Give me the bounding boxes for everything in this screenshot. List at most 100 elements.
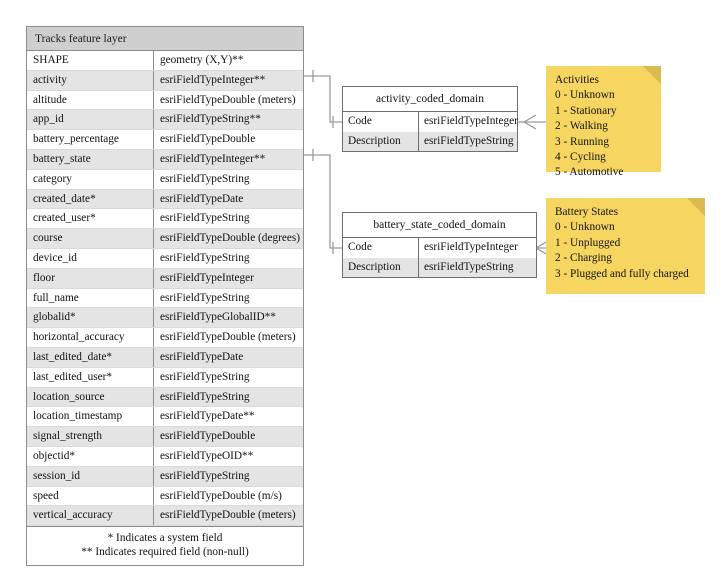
- domain-row: Code esriFieldTypeInteger: [343, 238, 536, 258]
- field-name-cell: activity: [27, 70, 154, 90]
- domain-row: Code esriFieldTypeInteger: [343, 112, 518, 132]
- field-name-cell: course: [27, 229, 154, 248]
- field-type-cell: esriFieldTypeDouble: [160, 430, 256, 443]
- field-type-cell: esriFieldTypeDate**: [160, 410, 255, 423]
- field-name-cell: location_source: [27, 387, 154, 407]
- note-line: 0 - Unknown: [555, 89, 615, 102]
- domain-field-name: Description: [343, 257, 419, 277]
- domain-field-name: Code: [343, 112, 419, 132]
- note-line: 2 - Walking: [555, 120, 608, 133]
- table-row: course esriFieldTypeDouble (degrees): [27, 229, 303, 249]
- table-legend: * Indicates a system field** Indicates r…: [27, 526, 303, 566]
- table-row: globalid* esriFieldTypeGlobalID**: [27, 308, 303, 329]
- wire-battery: [304, 149, 342, 254]
- legend-line: ** Indicates required field (non-null): [81, 546, 249, 559]
- domain-field-name: Description: [343, 131, 419, 151]
- note-line: 2 - Charging: [555, 252, 612, 265]
- field-type-cell: geometry (X,Y)**: [160, 54, 244, 66]
- field-type-cell: esriFieldTypeString: [160, 172, 250, 185]
- field-type-cell: esriFieldTypeDouble (meters): [160, 331, 296, 344]
- field-type-cell: esriFieldTypeInteger**: [160, 73, 266, 86]
- domain-row: Description esriFieldTypeString: [343, 131, 517, 151]
- note-line-list: 0 - Unknown 1 - Stationary 2 - Walking 3 - …: [555, 88, 653, 180]
- table-row: last_edited_date* esriFieldTypeDate: [27, 347, 303, 368]
- field-type-cell: esriFieldTypeString: [160, 469, 250, 482]
- field-name-cell: floor: [27, 268, 154, 288]
- table-row: speed esriFieldTypeDouble (m/s): [27, 486, 303, 507]
- note-heading: Activities: [555, 74, 599, 86]
- field-type-cell: esriFieldTypeGlobalID**: [160, 311, 276, 324]
- domain-field-type: esriFieldTypeString: [424, 134, 514, 147]
- wire-activity: [304, 70, 342, 128]
- table-row: last_edited_user*esriFieldTypeString: [27, 367, 303, 388]
- table-row: objectid* esriFieldTypeOID**: [27, 446, 303, 467]
- field-type-cell: esriFieldTypeOID**: [160, 449, 254, 462]
- table-row: signal_strength esriFieldTypeDouble: [27, 427, 303, 447]
- activities-note: Activities 0 - Unknown 1 - Stationary 2 - …: [546, 66, 661, 178]
- field-type-cell: esriFieldTypeString: [160, 370, 250, 383]
- field-name-cell: app_id: [27, 110, 154, 130]
- table-row: created_date* esriFieldTypeDate: [27, 189, 303, 210]
- field-type-cell: esriFieldTypeDouble (m/s): [160, 489, 282, 502]
- domain-field-type: esriFieldTypeInteger: [424, 241, 518, 253]
- field-name-cell: signal_strength: [27, 427, 154, 446]
- field-name-cell: category: [27, 169, 154, 189]
- battery-state-coded-domain-box: battery_state_coded_domain Code esriFiel…: [342, 212, 537, 278]
- activity-coded-domain-box: activity_coded_domain Code esriFieldType…: [342, 86, 518, 152]
- field-type-cell: esriFieldTypeDouble: [160, 133, 256, 146]
- table-row: session_id esriFieldTypeString: [27, 466, 303, 487]
- domain-field-name: Code: [343, 238, 419, 258]
- table-row: altitude esriFieldTypeDouble (meters): [27, 90, 303, 111]
- field-name-cell: SHAPE: [27, 51, 154, 70]
- field-type-cell: esriFieldTypeString: [160, 212, 250, 225]
- field-name-cell: created_user*: [27, 209, 154, 229]
- domain-row: Description esriFieldTypeString: [343, 257, 536, 277]
- domain-field-type: esriFieldTypeInteger: [424, 115, 518, 127]
- field-type-cell: esriFieldTypeDate: [160, 192, 244, 205]
- table-row: category esriFieldTypeString: [27, 169, 303, 190]
- field-name-cell: battery_state: [27, 149, 154, 169]
- field-type-cell: esriFieldTypeDouble (degrees): [160, 232, 301, 245]
- table-row: created_user* esriFieldTypeString: [27, 209, 303, 230]
- field-type-cell: esriFieldTypeDouble (meters): [160, 93, 296, 106]
- table-row: horizontal_accuracy esriFieldTypeDouble (…: [27, 328, 303, 348]
- table-row: full_name esriFieldTypeString: [27, 288, 303, 309]
- field-type-cell: esriFieldTypeString: [160, 251, 250, 264]
- tracks-feature-layer-table: Tracks feature layer SHAPE geometry (X,Y)…: [26, 26, 304, 567]
- table-row: app_id esriFieldTypeString**: [27, 110, 303, 131]
- table-row: SHAPE geometry (X,Y)**: [27, 51, 303, 71]
- domain-title: battery_state_coded_domain: [343, 213, 536, 238]
- field-name-cell: altitude: [27, 90, 154, 110]
- field-name-cell: full_name: [27, 288, 154, 308]
- field-type-cell: esriFieldTypeDate: [160, 350, 244, 363]
- table-row: location_source esriFieldTypeString: [27, 387, 303, 408]
- domain-title: activity_coded_domain: [343, 87, 517, 112]
- field-type-cell: esriFieldTypeDouble (meters): [160, 509, 296, 522]
- field-name-cell: globalid*: [27, 308, 154, 328]
- field-type-cell: esriFieldTypeString**: [160, 113, 261, 126]
- field-name-cell: last_edited_date*: [27, 347, 154, 367]
- table-row: battery_percentage esriFieldTypeDouble: [27, 130, 303, 150]
- note-line: 4 - Cycling: [555, 151, 606, 164]
- note-line: 1 - Stationary: [555, 104, 617, 117]
- domain-field-type: esriFieldTypeString: [424, 260, 514, 273]
- field-type-cell: esriFieldTypeString: [160, 390, 250, 403]
- field-name-cell: session_id: [27, 466, 154, 486]
- table-row: activity esriFieldTypeInteger**: [27, 70, 303, 91]
- field-name-cell: location_timestamp: [27, 407, 154, 427]
- note-heading: Battery States: [555, 206, 619, 218]
- table-row: location_timestamp esriFieldTypeDate**: [27, 407, 303, 428]
- field-name-cell: created_date*: [27, 189, 154, 209]
- field-name-cell: objectid*: [27, 446, 154, 466]
- field-type-cell: esriFieldTypeString: [160, 291, 250, 304]
- note-line: 3 - Running: [555, 135, 609, 148]
- field-name-cell: horizontal_accuracy: [27, 328, 154, 347]
- table-title: Tracks feature layer: [27, 27, 303, 51]
- field-name-cell: speed: [27, 486, 154, 506]
- note-line: 3 - Plugged and fully charged: [555, 267, 689, 280]
- field-name-cell: battery_percentage: [27, 130, 154, 149]
